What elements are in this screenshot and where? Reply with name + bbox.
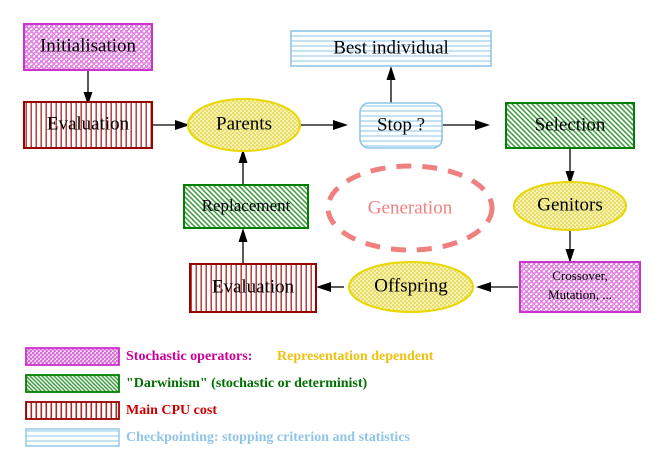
node-evaluation-bottom-label: Evaluation xyxy=(212,276,295,297)
legend-label-cpu: Main CPU cost xyxy=(126,403,217,418)
node-replacement[interactable]: Replacement xyxy=(183,184,309,229)
stochastic-swatch xyxy=(25,347,120,366)
node-selection-label: Selection xyxy=(535,114,606,135)
legend-label-stochastic: Stochastic operators: xyxy=(126,349,252,364)
edge-replacement-to-parents xyxy=(238,149,248,185)
node-offspring[interactable]: Offspring xyxy=(348,261,474,313)
cpu-swatch xyxy=(25,401,120,420)
node-evaluation-top-label: Evaluation xyxy=(47,113,130,134)
legend-row-stochastic: Stochastic operators: Representation dep… xyxy=(25,347,434,366)
node-genitors-label: Genitors xyxy=(537,194,602,215)
node-stop[interactable]: Stop ? xyxy=(359,102,443,149)
node-crossover-mutation-label-line2: Mutation, ... xyxy=(548,287,612,302)
legend-label-darwinism: "Darwinism" (stochastic or determinist) xyxy=(126,376,368,391)
node-initialisation-label: Initialisation xyxy=(40,35,137,56)
node-stop-label: Stop ? xyxy=(377,114,425,135)
checkpointing-swatch xyxy=(25,428,120,447)
legend-row-checkpointing: Checkpointing: stopping criterion and st… xyxy=(25,428,410,447)
node-parents[interactable]: Parents xyxy=(187,98,301,152)
edge-initialisation-to-evaluation xyxy=(83,70,93,105)
edge-evaluation-to-replacement xyxy=(238,228,248,265)
node-generation-label: Generation xyxy=(368,197,453,218)
node-generation-annotation: Generation xyxy=(325,163,495,253)
node-parents-label: Parents xyxy=(216,113,272,134)
legend-label-checkpointing: Checkpointing: stopping criterion and st… xyxy=(126,430,410,445)
node-genitors[interactable]: Genitors xyxy=(513,181,627,231)
edge-stop-to-best-individual xyxy=(386,66,396,105)
edge-selection-to-genitors xyxy=(565,148,575,185)
edge-parents-to-stop xyxy=(299,120,348,130)
node-evaluation-top[interactable]: Evaluation xyxy=(23,101,153,149)
legend: Stochastic operators: Representation dep… xyxy=(25,347,434,447)
darwinism-swatch xyxy=(25,374,120,393)
node-best-individual-label: Best individual xyxy=(333,37,449,58)
legend-row-darwinism: "Darwinism" (stochastic or determinist) xyxy=(25,374,368,393)
edge-offspring-to-evaluation xyxy=(316,282,344,292)
legend-row-cpu: Main CPU cost xyxy=(25,401,217,420)
edge-genitors-to-crossover xyxy=(565,228,575,263)
node-best-individual[interactable]: Best individual xyxy=(290,30,492,67)
edge-stop-to-selection xyxy=(441,120,490,130)
generation-dashed-ellipse xyxy=(325,163,495,253)
node-crossover-mutation[interactable]: Crossover, Mutation, ... xyxy=(519,261,641,313)
node-selection[interactable]: Selection xyxy=(505,102,635,149)
edges-layer xyxy=(83,66,575,292)
edge-crossover-to-offspring xyxy=(476,282,518,292)
node-initialisation[interactable]: Initialisation xyxy=(23,23,153,71)
node-crossover-mutation-label-line1: Crossover, xyxy=(552,268,607,283)
legend-label-representation-dependent: Representation dependent xyxy=(277,349,434,364)
edge-evaluation-to-parents xyxy=(151,120,190,130)
node-offspring-label: Offspring xyxy=(374,275,448,296)
node-replacement-label: Replacement xyxy=(202,196,291,215)
node-evaluation-bottom[interactable]: Evaluation xyxy=(189,263,317,313)
